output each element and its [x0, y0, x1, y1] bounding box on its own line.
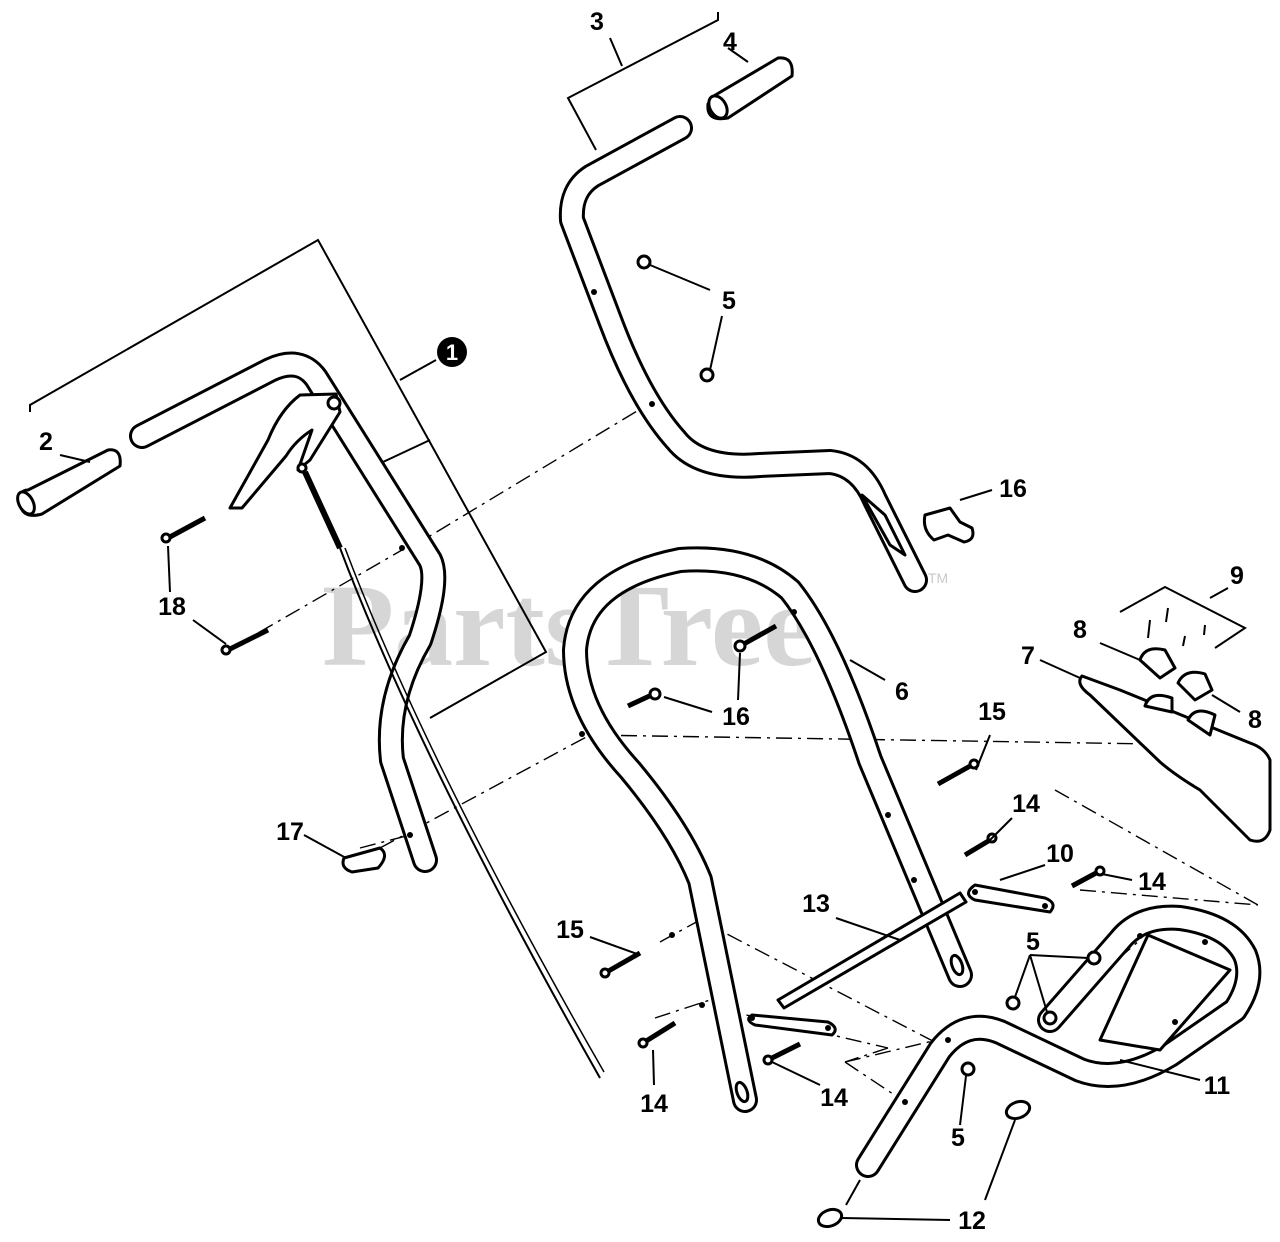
nuts-5 [636, 254, 1102, 1077]
screws-9 [1147, 607, 1206, 647]
callout-4: 4 [723, 28, 737, 56]
watermark-tm: TM [928, 570, 948, 586]
callout-5c: 5 [951, 1124, 965, 1152]
clamps-8 [1138, 647, 1214, 702]
callout-15b: 15 [556, 916, 584, 944]
callout-6: 6 [895, 678, 909, 706]
base-frame-11 [855, 904, 1262, 1178]
callout-8a: 8 [1073, 616, 1087, 644]
callout-8b: 8 [1248, 706, 1262, 734]
callout-9: 9 [1230, 562, 1244, 590]
knob-16 [922, 506, 975, 544]
upper-handle-3 [558, 115, 928, 593]
callout-18: 18 [158, 593, 186, 621]
callout-labels: 2 3 4 5 5 5 6 7 8 8 9 10 11 12 13 14 14 … [39, 8, 1262, 1235]
leader-lines [59, 47, 1241, 1221]
callout-17: 17 [276, 818, 304, 846]
callout-2: 2 [39, 428, 53, 456]
grip-2 [16, 448, 122, 517]
callout-11: 11 [1204, 1072, 1231, 1100]
bail-lever [228, 392, 605, 1079]
lower-handle-6 [562, 546, 973, 1113]
callout-5b: 5 [1026, 928, 1040, 956]
callout-16a: 16 [999, 475, 1027, 503]
callout-5a: 5 [722, 287, 736, 315]
knob-17 [341, 846, 386, 874]
callout-7: 7 [1021, 642, 1035, 670]
assembly-3-bracket [566, 12, 719, 151]
upper-handle-1 [129, 351, 447, 873]
link-lower [747, 1013, 837, 1037]
callout-12: 12 [958, 1207, 986, 1235]
assembly-1-bracket [29, 238, 548, 719]
callout-14c: 14 [640, 1090, 668, 1118]
plugs-12 [816, 1099, 1032, 1229]
cross-rod-13 [776, 891, 968, 1010]
link-10 [967, 883, 1055, 914]
callout-1: 1 [446, 340, 458, 365]
grip-4 [706, 56, 794, 121]
callout-13: 13 [802, 890, 830, 918]
callout-14b: 14 [1138, 868, 1166, 896]
shield-7 [1078, 674, 1272, 843]
callout-1-badge: 1 [437, 337, 467, 367]
assembly-9-bracket [1119, 585, 1247, 649]
callout-10: 10 [1046, 840, 1074, 868]
callout-14a: 14 [1012, 790, 1040, 818]
bolts [160, 515, 1106, 1066]
callout-14d: 14 [820, 1084, 848, 1112]
callout-3: 3 [590, 8, 604, 36]
callout-16b: 16 [722, 703, 750, 731]
callout-15a: 15 [978, 698, 1006, 726]
